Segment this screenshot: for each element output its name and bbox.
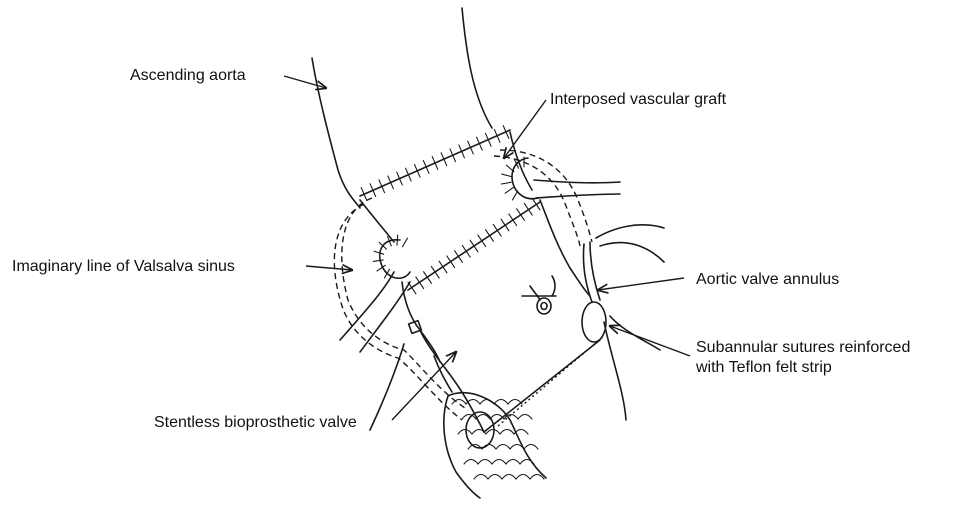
- lower-suture-line: [408, 198, 540, 294]
- left-coronary-artery: [340, 272, 410, 352]
- arrow-aortic-annulus: [598, 278, 684, 290]
- arrow-interposed-graft: [504, 100, 546, 158]
- label-subannular-line2: with Teflon felt strip: [696, 358, 832, 378]
- right-coronary-artery: [534, 180, 620, 198]
- coronary-ostium: [522, 276, 556, 314]
- label-ascending-aorta: Ascending aorta: [130, 66, 246, 86]
- stentless-valve-body: [402, 200, 604, 432]
- upper-suture-line: [360, 126, 510, 201]
- label-imaginary-line: Imaginary line of Valsalva sinus: [12, 257, 235, 277]
- aortic-annulus-tissue: [582, 225, 664, 420]
- label-subannular-line1: Subannular sutures reinforced: [696, 338, 910, 358]
- coronary-button-left: [373, 235, 410, 278]
- arrow-ascending-aorta: [284, 76, 326, 88]
- leader-arrows: [284, 76, 690, 420]
- arrow-stentless-valve: [392, 352, 456, 420]
- graft-body: [360, 132, 532, 242]
- arrow-imaginary-line: [306, 266, 352, 270]
- label-stentless-valve: Stentless bioprosthetic valve: [154, 413, 357, 433]
- label-interposed-graft: Interposed vascular graft: [550, 90, 726, 110]
- teflon-felt-strip: [444, 393, 546, 498]
- arrow-subannular-sutures: [610, 326, 690, 356]
- label-aortic-annulus: Aortic valve annulus: [696, 270, 839, 290]
